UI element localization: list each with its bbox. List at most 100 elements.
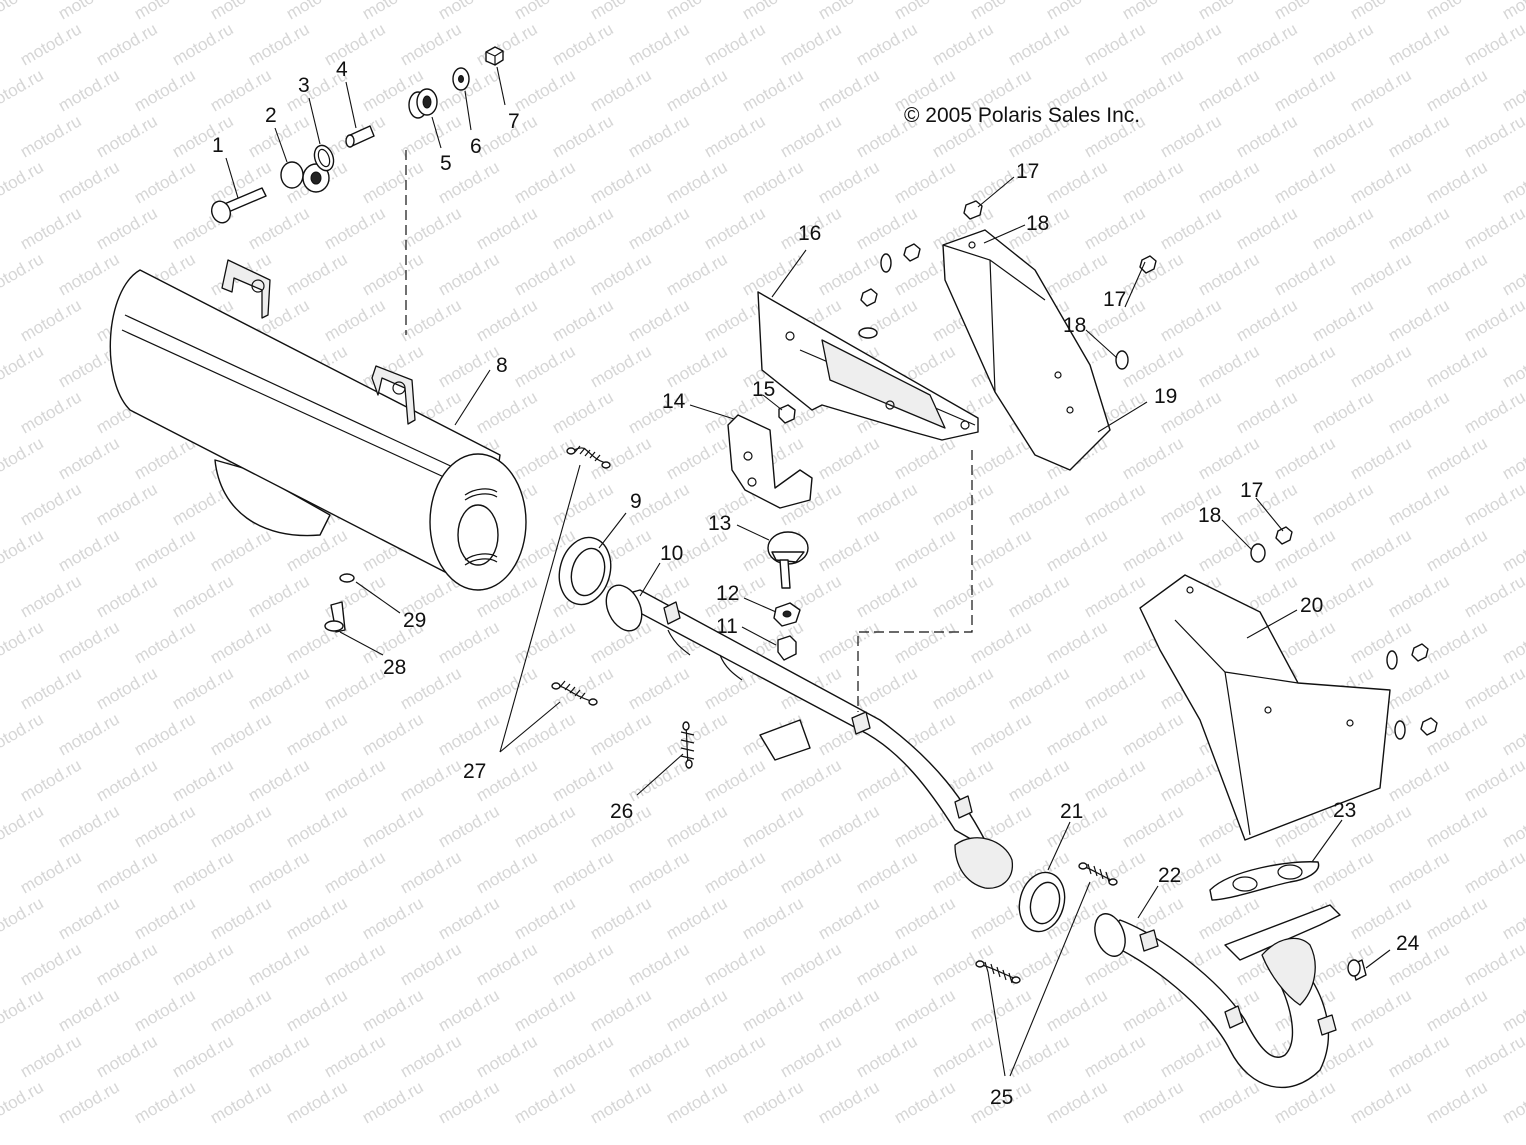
- watermark-text: motod.ru: [625, 1031, 693, 1081]
- watermark-text: motod.ru: [1423, 157, 1491, 207]
- watermark-text: motod.ru: [131, 985, 199, 1035]
- watermark-text: motod.ru: [245, 755, 313, 805]
- callout-17b: 17: [1103, 288, 1126, 311]
- watermark-text: motod.ru: [321, 19, 389, 69]
- watermark-text: motod.ru: [1005, 479, 1073, 529]
- watermark-text: motod.ru: [1119, 801, 1187, 851]
- part-2-grommet: [280, 161, 330, 193]
- watermark-text: motod.ru: [1461, 295, 1526, 345]
- watermark-text: motod.ru: [245, 571, 313, 621]
- watermark-text: motod.ru: [1233, 295, 1301, 345]
- callout-12: 12: [716, 582, 739, 605]
- watermark-text: motod.ru: [17, 571, 85, 621]
- watermark-text: motod.ru: [1043, 249, 1111, 299]
- watermark-text: motod.ru: [283, 249, 351, 299]
- watermark-text: motod.ru: [17, 663, 85, 713]
- watermark-text: motod.ru: [1157, 203, 1225, 253]
- callout-28: 28: [383, 656, 406, 679]
- watermark-text: motod.ru: [1461, 479, 1526, 529]
- watermark-text: motod.ru: [207, 893, 275, 943]
- watermark-text: motod.ru: [207, 709, 275, 759]
- part-19-shield: [942, 229, 1111, 471]
- watermark-text: motod.ru: [1233, 111, 1301, 161]
- watermark-text: motod.ru: [1461, 111, 1526, 161]
- callout-26: 26: [610, 800, 633, 823]
- callout-10: 10: [660, 542, 683, 565]
- watermark-text: motod.ru: [853, 663, 921, 713]
- watermark-text: motod.ru: [1043, 1077, 1111, 1127]
- watermark-text: motod.ru: [1347, 617, 1415, 667]
- watermark-text: motod.ru: [663, 157, 731, 207]
- watermark-text: motod.ru: [93, 1031, 161, 1081]
- watermark-text: motod.ru: [55, 0, 123, 23]
- watermark-text: motod.ru: [815, 617, 883, 667]
- watermark-text: motod.ru: [1043, 0, 1111, 23]
- watermark-text: motod.ru: [0, 0, 47, 23]
- watermark-text: motod.ru: [1309, 19, 1377, 69]
- watermark-text: motod.ru: [245, 19, 313, 69]
- watermark-text: motod.ru: [663, 65, 731, 115]
- watermark-text: motod.ru: [853, 19, 921, 69]
- watermark-text: motod.ru: [55, 617, 123, 667]
- watermark-text: motod.ru: [17, 19, 85, 69]
- callout-29: 29: [403, 609, 426, 632]
- watermark-text: motod.ru: [967, 433, 1035, 483]
- watermark-text: motod.ru: [511, 801, 579, 851]
- callout-18c: 18: [1198, 504, 1221, 527]
- watermark-text: motod.ru: [131, 525, 199, 575]
- watermark-text: motod.ru: [511, 985, 579, 1035]
- watermark-text: motod.ru: [663, 0, 731, 23]
- watermark-text: motod.ru: [1157, 755, 1225, 805]
- watermark-text: motod.ru: [511, 1077, 579, 1127]
- watermark-text: motod.ru: [1347, 0, 1415, 23]
- watermark-text: motod.ru: [739, 801, 807, 851]
- watermark-text: motod.ru: [17, 203, 85, 253]
- watermark-text: motod.ru: [93, 479, 161, 529]
- watermark-text: motod.ru: [701, 1031, 769, 1081]
- watermark-text: motod.ru: [891, 157, 959, 207]
- watermark-text: motod.ru: [283, 1077, 351, 1127]
- watermark-text: motod.ru: [169, 1031, 237, 1081]
- watermark-text: motod.ru: [1499, 985, 1526, 1035]
- watermark-text: motod.ru: [397, 939, 465, 989]
- watermark-text: motod.ru: [587, 985, 655, 1035]
- watermark-text: motod.ru: [663, 433, 731, 483]
- part-29-washer: [339, 573, 355, 583]
- part-1-bolt: [210, 187, 267, 224]
- watermark-text: motod.ru: [1347, 341, 1415, 391]
- watermark-text: motod.ru: [131, 1077, 199, 1127]
- watermark-text: motod.ru: [625, 111, 693, 161]
- watermark-text: motod.ru: [1499, 341, 1526, 391]
- watermark-text: motod.ru: [397, 663, 465, 713]
- watermark-text: motod.ru: [1119, 341, 1187, 391]
- watermark-text: motod.ru: [473, 19, 541, 69]
- watermark-text: motod.ru: [0, 341, 47, 391]
- callout-22: 22: [1158, 864, 1181, 887]
- watermark-text: motod.ru: [739, 249, 807, 299]
- watermark-text: motod.ru: [397, 847, 465, 897]
- watermark-text: motod.ru: [321, 755, 389, 805]
- watermark-text: motod.ru: [1271, 433, 1339, 483]
- watermark-text: motod.ru: [1043, 157, 1111, 207]
- part-5-grommet: [408, 88, 438, 119]
- watermark-text: motod.ru: [1043, 985, 1111, 1035]
- callout-11: 11: [716, 615, 738, 638]
- watermark-text: motod.ru: [663, 1077, 731, 1127]
- watermark-text: motod.ru: [1423, 617, 1491, 667]
- watermark-text: motod.ru: [663, 801, 731, 851]
- watermark-text: motod.ru: [1499, 249, 1526, 299]
- watermark-text: motod.ru: [17, 847, 85, 897]
- parts-artwork: [109, 46, 1438, 1089]
- part-13-bumper: [767, 531, 809, 589]
- watermark-text: motod.ru: [625, 295, 693, 345]
- watermark-text: motod.ru: [1271, 65, 1339, 115]
- watermark-text: motod.ru: [1499, 525, 1526, 575]
- watermark-text: motod.ru: [701, 111, 769, 161]
- watermark-text: motod.ru: [1233, 19, 1301, 69]
- part-24-bolt: [1347, 959, 1367, 981]
- watermark-text: motod.ru: [1309, 295, 1377, 345]
- callout-3: 3: [298, 74, 310, 97]
- watermark-text: motod.ru: [1119, 249, 1187, 299]
- part-15-nut: [778, 404, 796, 424]
- watermark-text: motod.ru: [1081, 571, 1149, 621]
